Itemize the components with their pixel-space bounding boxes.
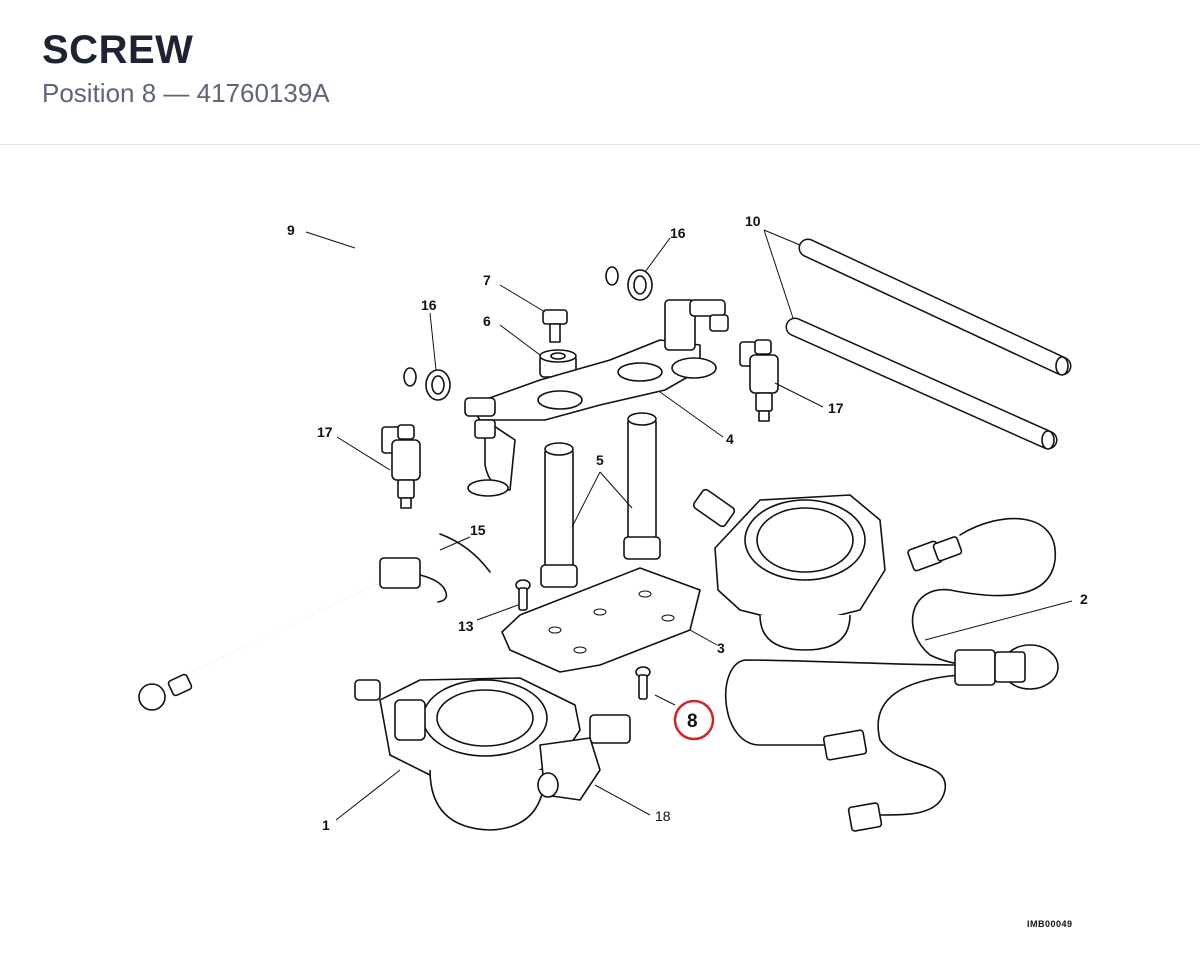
part-13-screw[interactable] [515, 579, 531, 611]
callout-18[interactable]: 18 [655, 808, 671, 824]
part-16-clamp-right[interactable] [627, 269, 653, 301]
diagram-canvas: 9 10 16 7 6 16 4 17 17 5 15 13 3 2 8 1 1… [138, 213, 1088, 929]
part-10-hoses[interactable] [785, 238, 1072, 450]
part-16-clamp-left[interactable] [425, 369, 451, 401]
callout-3[interactable]: 3 [717, 640, 725, 656]
part-subtitle: Position 8 — 41760139A [42, 78, 330, 108]
part-3-bracket[interactable] [501, 567, 701, 673]
callout-4[interactable]: 4 [726, 431, 734, 447]
highlight-ring [673, 699, 715, 741]
exploded-parts-diagram: 9 10 16 7 6 16 4 17 17 5 15 13 3 2 8 1 1… [0, 145, 1200, 969]
callout-17-right[interactable]: 17 [828, 400, 844, 416]
callout-17-left[interactable]: 17 [317, 424, 333, 440]
part-17-injector-right[interactable] [739, 339, 779, 422]
part-9-hose[interactable] [321, 236, 620, 387]
callout-15[interactable]: 15 [470, 522, 486, 538]
part-1-throttle-body[interactable] [354, 677, 631, 831]
callout-13[interactable]: 13 [458, 618, 474, 634]
image-reference-code: IMB00049 [1027, 919, 1073, 929]
part-7-screw[interactable] [542, 309, 568, 343]
leader-lines [305, 229, 1073, 821]
part-17-injector-left[interactable] [381, 424, 421, 509]
callout-8-highlighted[interactable]: 8 [687, 711, 698, 732]
callout-5[interactable]: 5 [596, 452, 604, 468]
part-8-screw[interactable] [635, 666, 651, 700]
callout-9[interactable]: 9 [287, 222, 295, 238]
callout-2[interactable]: 2 [1080, 591, 1088, 607]
page-title: SCREW [42, 28, 194, 72]
callout-7[interactable]: 7 [483, 272, 491, 288]
callout-10[interactable]: 10 [745, 213, 761, 229]
part-5-spacer-left[interactable] [540, 442, 578, 588]
part-4-fuel-rail[interactable] [464, 299, 729, 497]
callout-1[interactable]: 1 [322, 817, 330, 833]
callout-6[interactable]: 6 [483, 313, 491, 329]
part-5-spacer-right[interactable] [623, 412, 661, 560]
callout-16-left[interactable]: 16 [421, 297, 437, 313]
page-header: SCREW Position 8 — 41760139A [0, 0, 1200, 145]
part-18-sensor[interactable] [537, 737, 601, 801]
part-2-wiring-harness[interactable] [725, 517, 1059, 832]
part-15-cable[interactable] [138, 533, 491, 711]
throttle-body-upper[interactable] [692, 488, 886, 651]
callout-16-right[interactable]: 16 [670, 225, 686, 241]
